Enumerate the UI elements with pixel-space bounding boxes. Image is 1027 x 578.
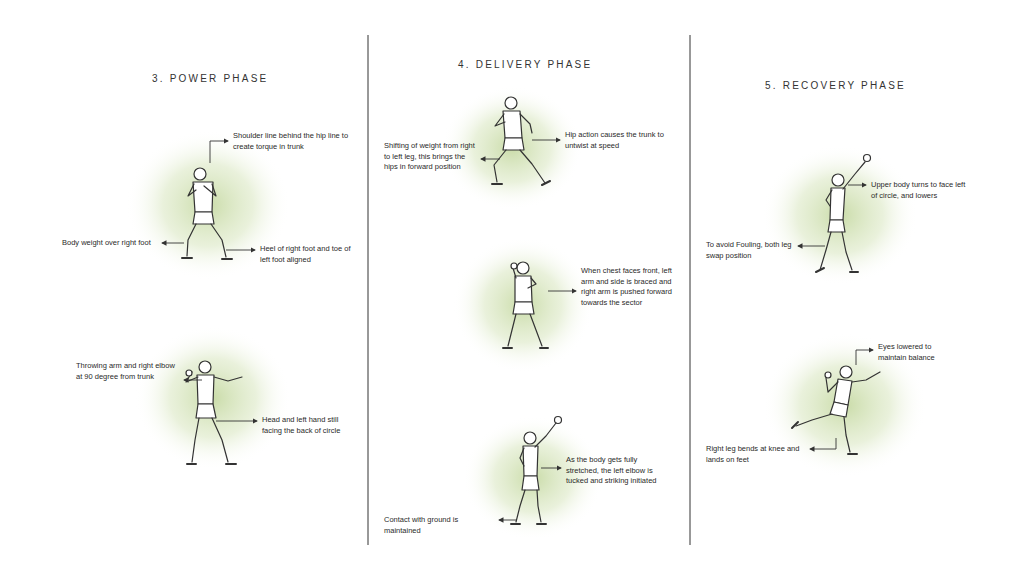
annotation-text: Right leg bends at knee and lands on fee… <box>706 444 806 465</box>
annotation-text: Shoulder line behind the hip line to cre… <box>233 131 351 152</box>
divider <box>368 35 369 545</box>
phase-heading: 3. POWER PHASE <box>152 73 268 84</box>
phase-heading: 4. DELIVERY PHASE <box>458 59 592 70</box>
annotation-text: To avoid Fouling, both leg swap position <box>706 240 796 261</box>
annotation-text: Throwing arm and right elbow at 90 degre… <box>76 361 179 382</box>
athlete-figure <box>182 97 880 524</box>
green-blob <box>126 86 927 540</box>
annotation-text: As the body gets fully stretched, the le… <box>566 455 670 487</box>
annotation-text: Shifting of weight from right to left le… <box>384 141 478 173</box>
annotation-text: Hip action causes the trunk to untwist a… <box>565 130 665 151</box>
phase-heading: 5. RECOVERY PHASE <box>765 80 906 91</box>
annotation-text: Contact with ground is maintained <box>384 515 496 536</box>
annotation-text: Upper body turns to face left of circle,… <box>871 180 971 201</box>
annotation-text: When chest faces front, left arm and sid… <box>581 266 673 308</box>
divider <box>690 35 691 545</box>
annotation-text: Head and left hand still facing the back… <box>262 415 354 436</box>
annotation-text: Body weight over right foot <box>62 238 160 249</box>
annotation-text: Eyes lowered to maintain balance <box>878 342 958 363</box>
annotation-text: Heel of right foot and toe of left foot … <box>260 244 352 265</box>
leader-line <box>162 140 873 520</box>
